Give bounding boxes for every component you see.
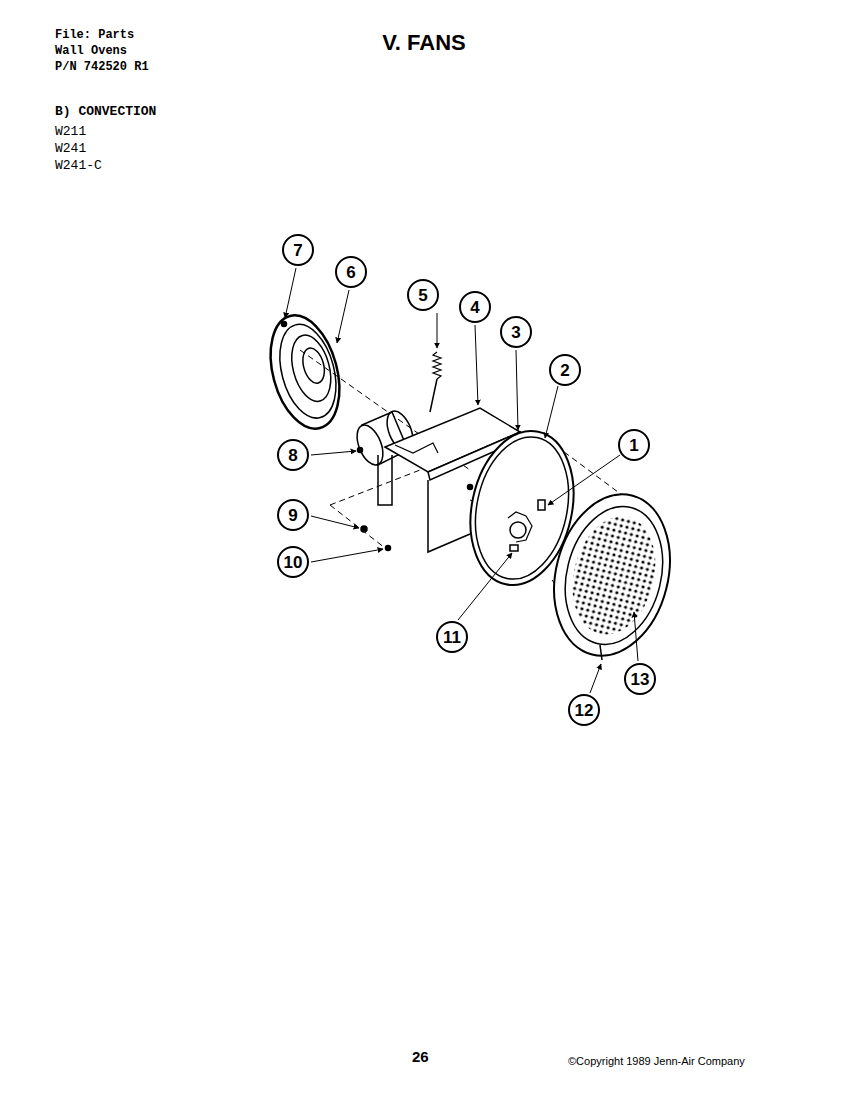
copyright-note: ©Copyright 1989 Jenn-Air Company: [568, 1055, 745, 1067]
callout-number: 2: [560, 362, 569, 379]
callout-circle: 12: [568, 694, 600, 726]
callout-number: 3: [511, 324, 520, 341]
callout-number: 7: [293, 242, 302, 259]
callout-circle: 6: [335, 256, 367, 288]
header-note: Wall Ovens: [55, 44, 127, 58]
callout-number: 1: [629, 437, 638, 454]
callout-circle: 11: [436, 621, 468, 653]
callout-circle: 2: [549, 354, 581, 386]
section-heading: B) CONVECTION: [55, 104, 156, 119]
page-number: 26: [412, 1048, 429, 1065]
callout-circle: 13: [624, 663, 656, 695]
callout-number: 4: [470, 299, 479, 316]
callout-circle: 8: [277, 439, 309, 471]
callout-circle: 10: [277, 546, 309, 578]
callout-number: 5: [418, 287, 427, 304]
part-number: P/N 742520 R1: [55, 60, 149, 74]
callout-circle: 1: [618, 429, 650, 461]
callout-number: 10: [284, 554, 303, 571]
callout-circle: 5: [407, 279, 439, 311]
callout-circle: 3: [500, 316, 532, 348]
header-note: File: Parts: [55, 28, 134, 42]
callout-number: 9: [288, 507, 297, 524]
callout-circle: 4: [459, 291, 491, 323]
callout-number: 13: [631, 671, 650, 688]
callout-number: 6: [346, 264, 355, 281]
callout-number: 8: [288, 447, 297, 464]
model-number: W211: [55, 124, 86, 139]
model-number: W241-C: [55, 158, 102, 173]
model-number: W241: [55, 141, 86, 156]
callout-circle: 9: [277, 499, 309, 531]
callout-circle: 7: [282, 234, 314, 266]
callout-number: 12: [575, 702, 594, 719]
callout-number: 11: [443, 629, 461, 646]
